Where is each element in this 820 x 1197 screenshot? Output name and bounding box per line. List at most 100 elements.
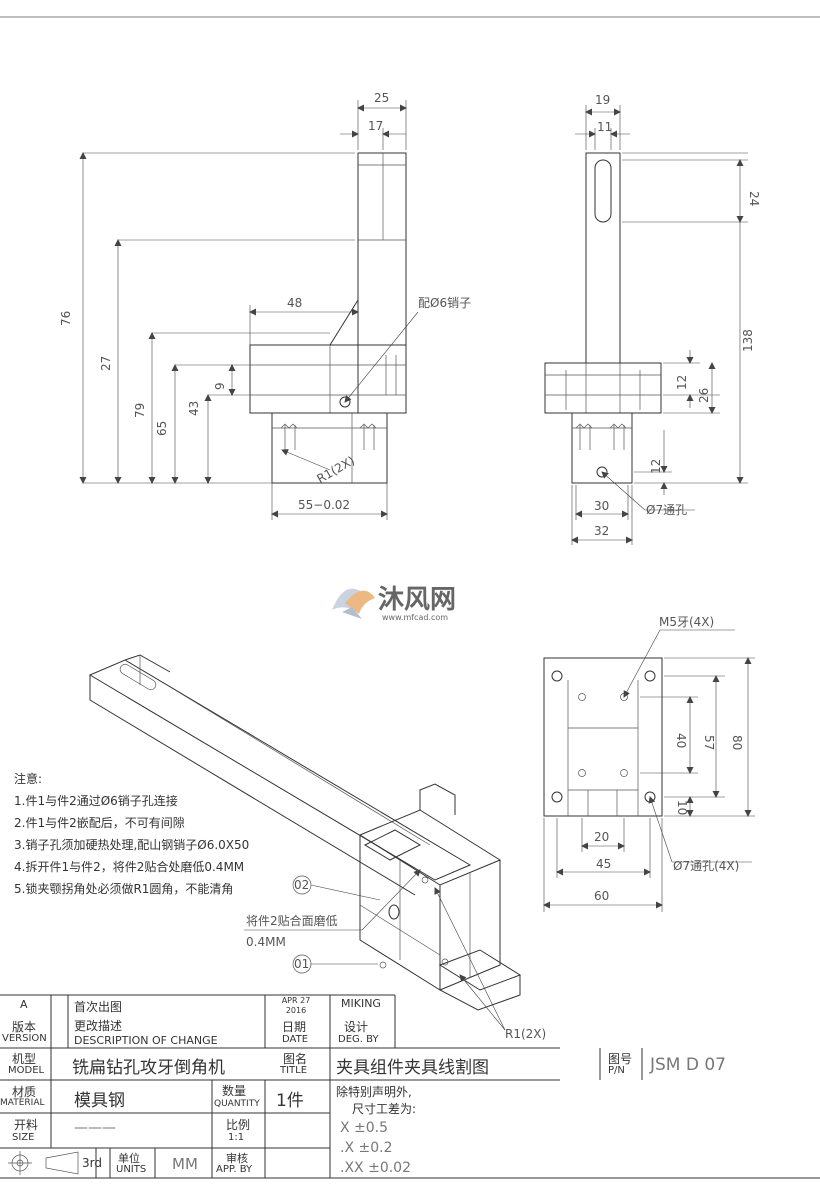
designer-name: MIKING [341,997,381,1010]
model-cn: 机型 [12,1052,37,1066]
front-jaw [271,412,388,484]
tol-x: X ±0.5 [340,1120,389,1136]
pn-value: JSM D 07 [650,1055,727,1075]
dim-40: 40 [674,733,688,748]
dim-17: 17 [368,119,383,133]
tol-xx: .X ±0.2 [340,1140,393,1156]
iso-r-label: R1(2X) [505,1027,546,1041]
dim-10: 10 [675,800,689,815]
dim-80: 80 [730,735,744,750]
dim-11: 11 [597,120,612,134]
side-base [544,362,662,414]
plate-thread-4 [620,769,628,777]
dim-20: 20 [594,830,609,844]
dim-19: 19 [595,93,610,107]
front-arm [357,152,407,414]
scale-cn: 比例 [226,1118,251,1132]
version-cn: 版本 [12,1020,37,1034]
iso-pin [388,904,400,920]
dim-57: 57 [702,735,716,750]
qty-value: 1件 [276,1091,304,1111]
plate-hole-label: Ø7通孔(4X) [673,859,739,873]
side-hole-label: Ø7通孔 [646,503,687,517]
pn-en: P/N [608,1065,625,1076]
dim-76: 76 [59,311,73,326]
dim-27: 27 [99,356,113,371]
thread-label: M5牙(4X) [659,615,714,629]
units-cn: 单位 [118,1152,140,1165]
size-en: SIZE [12,1132,35,1143]
pn-cn: 图号 [608,1052,633,1066]
dim-25: 25 [374,91,389,105]
assembly-notes: 注意: 1.件1与件2通过Ø6销子孔连接 2.件1与件2嵌配后，不可有间隙 3.… [14,768,249,900]
dim-138: 138 [741,329,755,352]
scale-value: 1:1 [228,1132,245,1143]
dim-12b: 12 [649,459,663,474]
change-cn: 更改描述 [74,1019,123,1033]
dim-24: 24 [747,191,761,206]
title-block-grid [0,994,820,1179]
date-cn: 日期 [282,1020,307,1034]
app-en: APP. BY [216,1164,253,1175]
plate-outline [543,657,663,817]
size-cn: 开料 [14,1118,39,1132]
dim-12a: 12 [675,375,689,390]
tol-title: 除特别声明外, [336,1085,412,1099]
tol-sub: 尺寸工差为: [352,1102,417,1116]
side-view: 19 11 24 138 12 26 12 30 32 [544,93,761,545]
rev-letter: A [20,998,28,1011]
note-item: 4.拆开件1与件2，将件2贴合处磨低0.4MM [14,860,245,874]
material-value: 模具钢 [74,1091,125,1111]
title-value: 夹具组件夹具线割图 [336,1058,489,1078]
units-en: UNITS [116,1164,147,1175]
front-view: 25 17 76 27 79 65 43 9 48 配Ø6销子 R1(2X) [59,91,471,520]
note-item: 2.件1与件2嵌配后，不可有间隙 [14,816,185,830]
dim-9: 9 [213,382,227,390]
watermark: 沐风网 www.mfcad.com [332,585,456,622]
balloon-02-text: 02 [294,878,309,892]
change-en: DESCRIPTION OF CHANGE [74,1034,218,1047]
design-en: DEG. BY [338,1034,379,1045]
plate-hole-tl [551,670,563,682]
tol-xxx: .XX ±0.02 [340,1160,411,1176]
dim-43: 43 [187,401,201,416]
side-jaw [571,412,633,484]
side-arm [585,152,621,364]
model-en: MODEL [8,1065,45,1076]
dim-45: 45 [596,857,611,871]
version-en: VERSION [2,1033,47,1044]
design-cn: 设计 [344,1020,369,1034]
notes-title: 注意: [14,772,43,786]
pin-label: 配Ø6销子 [418,296,471,310]
dim-26: 26 [697,388,711,403]
front-r-label: R1(2X) [314,453,357,486]
dim-65: 65 [155,421,169,436]
dim-55: 55−0.02 [298,498,350,512]
date-en: DATE [282,1034,309,1045]
dim-79: 79 [133,403,147,418]
title-en: TITLE [280,1065,308,1076]
material-en: MATERIAL [0,1098,45,1108]
plate-view: M5牙(4X) 80 57 40 10 20 45 60 Ø7通孔(4X) [543,615,755,912]
material-cn: 材质 [12,1085,37,1099]
side-slot [594,159,612,223]
qty-cn: 数量 [222,1084,247,1098]
watermark-name: 沐风网 [378,585,456,615]
dim-60: 60 [594,889,609,903]
third-angle-projection-icon [8,1151,79,1175]
angle-label: 3rd [82,1156,102,1170]
qty-en: QUANTITY [214,1099,260,1109]
dim-30: 30 [594,499,609,513]
note-item: 3.销子孔须加硬热处理,配山钢销子Ø6.0X50 [14,838,250,852]
model-value: 铣扁钻孔攻牙倒角机 [72,1058,225,1078]
dim-48: 48 [287,296,302,310]
plate-hole-bl [551,791,563,803]
app-cn: 审核 [226,1152,248,1165]
balloon-01-text: 01 [294,957,309,971]
first-issue: 首次出图 [74,1000,123,1014]
dim-32: 32 [594,524,609,538]
note-item: 5.锁夹颚拐角处必须做R1圆角，不能清角 [14,882,234,896]
units-value: MM [172,1155,198,1173]
size-value: ——— [74,1120,116,1136]
